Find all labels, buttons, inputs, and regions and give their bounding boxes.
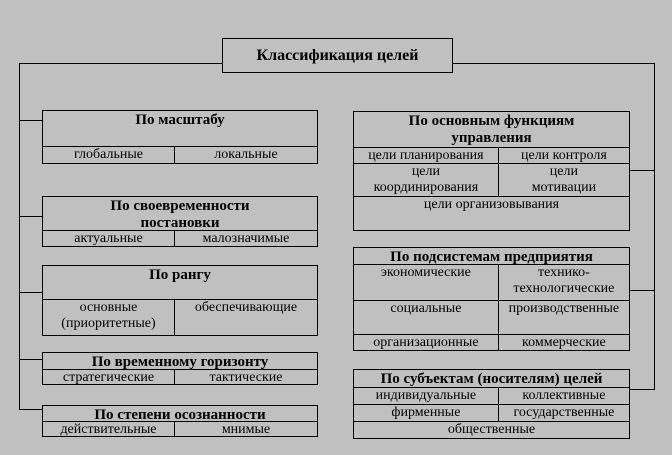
box-management-functions-row1: цели планирования цели контроля bbox=[354, 147, 629, 163]
cell-planning-goals: цели планирования bbox=[368, 148, 484, 163]
box-rank-row: основные (приоритетные) обеспечивающие bbox=[43, 299, 317, 335]
cell-actual: актуальные bbox=[74, 231, 143, 246]
box-rank-header: По рангу bbox=[149, 267, 211, 283]
cell-main-priority: основные (приоритетные) bbox=[61, 300, 156, 331]
cell-organizing-goals: цели организовывания bbox=[423, 197, 560, 212]
box-goal-subjects-row3: общественные bbox=[354, 421, 629, 438]
cell-commercial: коммерческие bbox=[497, 335, 629, 350]
cell-global: глобальные bbox=[74, 147, 143, 162]
cell-control-goals: цели контроля bbox=[497, 148, 629, 163]
box-time-horizon-header: По временному горизонту bbox=[91, 354, 269, 369]
connector-stub-subjects bbox=[630, 389, 655, 390]
cell-local: локальные bbox=[173, 147, 317, 163]
box-timeliness: По своевременности постановки актуальные… bbox=[42, 196, 318, 247]
box-goal-subjects-row1: индивидуальные коллективные bbox=[354, 387, 629, 404]
box-awareness: По степени осознанности действительные м… bbox=[42, 405, 318, 437]
box-enterprise-subsystems-row3: организационные коммерческие bbox=[354, 334, 629, 350]
connector-stub-rank bbox=[19, 292, 42, 293]
connector-stub-time-horizon bbox=[19, 359, 42, 360]
box-time-horizon: По временному горизонту стратегические т… bbox=[42, 352, 318, 385]
cell-imaginary: мнимые bbox=[173, 422, 317, 436]
box-enterprise-subsystems-row1: экономические технико- технологические bbox=[354, 264, 629, 300]
box-goal-subjects-header: По субъектам (носителям) целей bbox=[380, 371, 603, 387]
connector-stub-awareness bbox=[19, 409, 42, 410]
box-awareness-header: По степени осознанности bbox=[94, 407, 266, 421]
cell-tactical: тактические bbox=[173, 370, 317, 384]
connector-stub-timeliness bbox=[19, 216, 42, 217]
box-management-functions-row2: цели координирования цели мотивации bbox=[354, 163, 629, 196]
cell-individual: индивидуальные bbox=[375, 388, 477, 403]
connector-stub-subsystems bbox=[630, 290, 655, 291]
cell-real: действительные bbox=[60, 422, 157, 436]
cell-public: общественные bbox=[447, 422, 536, 437]
box-awareness-row: действительные мнимые bbox=[43, 421, 317, 436]
cell-state: государственные bbox=[497, 405, 629, 421]
cell-organizational: организационные bbox=[373, 335, 479, 350]
cell-supporting: обеспечивающие bbox=[173, 300, 317, 335]
box-scale-header: По масштабу bbox=[135, 112, 225, 128]
box-scale: По масштабу глобальные локальные bbox=[42, 110, 318, 164]
connector-stub-management-functions bbox=[630, 170, 655, 171]
box-timeliness-row: актуальные малозначимые bbox=[43, 230, 317, 246]
cell-insignificant: малозначимые bbox=[173, 231, 317, 246]
box-management-functions-row3: цели организовывания bbox=[354, 196, 629, 230]
box-goal-subjects: По субъектам (носителям) целей индивидуа… bbox=[353, 369, 630, 439]
connector-left-vertical bbox=[19, 63, 20, 410]
box-time-horizon-row: стратегические тактические bbox=[43, 369, 317, 384]
connector-left-horizontal bbox=[19, 63, 223, 64]
box-enterprise-subsystems-row2: социальные производственные bbox=[354, 300, 629, 334]
connector-stub-scale bbox=[19, 120, 42, 121]
cell-collective: коллективные bbox=[497, 388, 629, 404]
cell-motivation-goals: цели мотивации bbox=[497, 164, 629, 196]
cell-techno-technological: технико- технологические bbox=[497, 265, 629, 300]
box-scale-row: глобальные локальные bbox=[43, 146, 317, 163]
box-management-functions-header: По основным функциям управления bbox=[408, 113, 575, 146]
box-timeliness-header: По своевременности постановки bbox=[110, 198, 250, 230]
cell-company: фирменные bbox=[391, 405, 461, 420]
box-enterprise-subsystems: По подсистемам предприятия экономические… bbox=[353, 247, 630, 351]
box-rank: По рангу основные (приоритетные) обеспеч… bbox=[42, 265, 318, 336]
cell-coordination-goals: цели координирования bbox=[373, 164, 479, 195]
cell-economic: экономические bbox=[380, 265, 471, 280]
box-goal-subjects-row2: фирменные государственные bbox=[354, 404, 629, 421]
box-enterprise-subsystems-header: По подсистемам предприятия bbox=[390, 249, 593, 264]
diagram-title: Классификация целей bbox=[222, 38, 453, 73]
cell-strategic: стратегические bbox=[62, 370, 155, 384]
connector-right-horizontal bbox=[452, 63, 655, 64]
box-management-functions: По основным функциям управления цели пла… bbox=[353, 111, 630, 231]
cell-social: социальные bbox=[390, 301, 462, 316]
cell-production: производственные bbox=[497, 301, 629, 334]
connector-right-vertical bbox=[654, 63, 655, 390]
